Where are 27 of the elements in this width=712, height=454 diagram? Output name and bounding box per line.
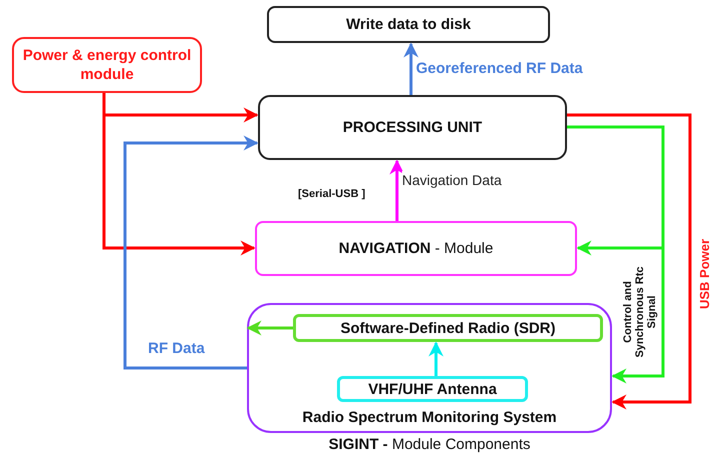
annotation-label: [Serial-USB ] bbox=[298, 187, 366, 202]
connector-arrow bbox=[390, 160, 404, 221]
connector-arrow bbox=[404, 42, 418, 95]
processing-unit-box bbox=[258, 95, 567, 160]
connector-arrow bbox=[124, 136, 258, 370]
node-text: VHF/UHF Antenna bbox=[367, 380, 498, 398]
connector-arrow bbox=[102, 93, 256, 256]
output-box bbox=[267, 6, 550, 43]
navigation-module-box bbox=[255, 221, 577, 276]
annotation-label: Control and Synchronous Rtc Signal bbox=[622, 265, 659, 360]
connector-arrow bbox=[567, 126, 664, 384]
antenna-box bbox=[337, 376, 528, 402]
node-text: Write data to disk bbox=[345, 15, 472, 34]
connector-arrow bbox=[246, 320, 293, 336]
connector-arrow bbox=[567, 114, 692, 410]
node-text: Radio Spectrum Monitoring System bbox=[301, 408, 558, 427]
node-text: NAVIGATION - Module bbox=[338, 239, 494, 258]
system-container bbox=[247, 303, 612, 433]
node-text: Software-Defined Radio (SDR) bbox=[339, 318, 556, 338]
connector-arrow bbox=[428, 342, 444, 376]
node-text: PROCESSING UNIT bbox=[342, 118, 484, 137]
sdr-box bbox=[293, 314, 603, 342]
power-module-box bbox=[12, 37, 202, 93]
node-caption: SIGINT - Module Components bbox=[328, 436, 532, 454]
edge-label: Navigation Data bbox=[402, 171, 502, 189]
annotation-label: USB Power bbox=[697, 238, 712, 309]
node-text: Power & energy control module bbox=[22, 46, 192, 84]
